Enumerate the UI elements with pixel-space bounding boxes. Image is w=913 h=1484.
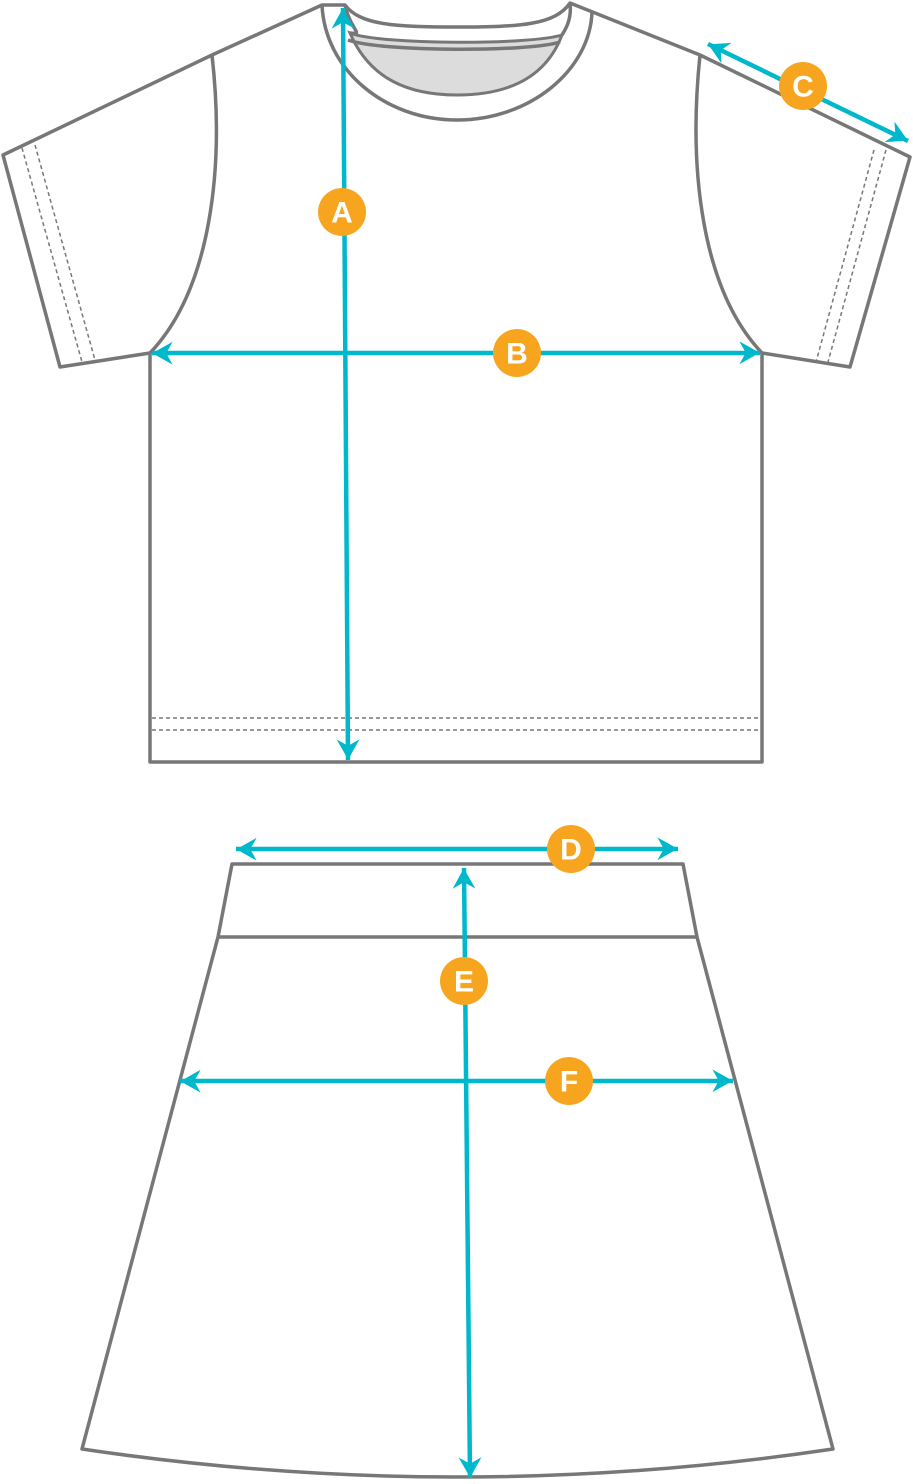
badge-label: A	[331, 197, 353, 230]
badge-c: C	[779, 62, 827, 110]
badge-d: D	[547, 825, 595, 873]
skirt	[80, 862, 835, 1479]
badge-e: E	[440, 957, 488, 1005]
badge-f: F	[545, 1057, 593, 1105]
right-armhole	[694, 54, 764, 355]
tshirt-outline	[1, 1, 912, 764]
badge-b: B	[493, 329, 541, 377]
badge-a: A	[318, 188, 366, 236]
badge-label: E	[454, 966, 474, 999]
right-sleeve-stitch	[815, 149, 887, 363]
left-sleeve-stitch	[21, 144, 96, 363]
collar-band-line	[347, 38, 561, 52]
arrow-a	[331, 7, 360, 761]
skirt-outline	[80, 862, 835, 1479]
tshirt	[1, 1, 912, 764]
measure-badges: A B C D E F	[318, 62, 827, 1105]
badge-label: F	[560, 1066, 578, 1099]
hem-stitch	[152, 717, 760, 731]
badge-label: B	[506, 338, 528, 371]
left-armhole	[148, 54, 219, 355]
badge-label: C	[792, 71, 814, 104]
badge-label: D	[560, 834, 582, 867]
